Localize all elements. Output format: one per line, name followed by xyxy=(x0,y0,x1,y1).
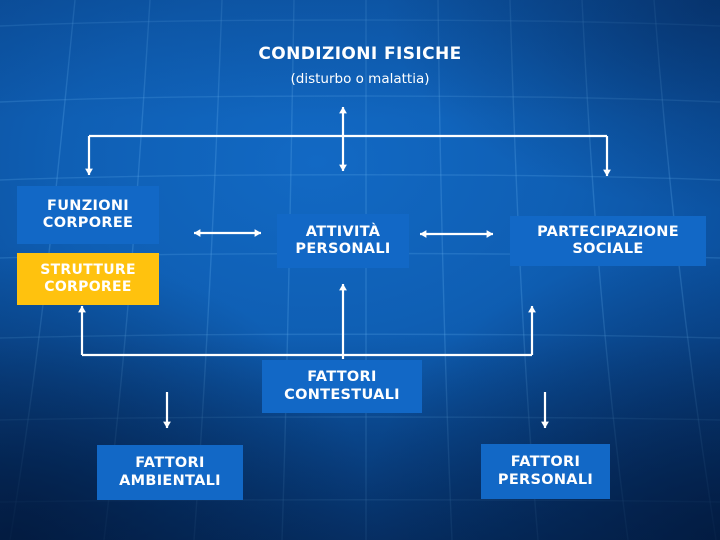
page-subtitle: (disturbo o malattia) xyxy=(290,71,430,87)
node-label-line1: FATTORI xyxy=(307,369,377,386)
node-label-line2: PERSONALI xyxy=(497,471,594,488)
node-label-line1: ATTIVITÀ xyxy=(305,223,381,240)
node-strutture-corporee[interactable]: STRUTTURE CORPOREE xyxy=(17,253,159,305)
page-title: CONDIZIONI FISICHE xyxy=(258,44,462,64)
node-label-line2: PERSONALI xyxy=(295,241,391,257)
node-label-line1: FATTORI xyxy=(135,455,205,472)
node-funzioni-corporee[interactable]: FUNZIONI CORPOREE xyxy=(17,186,159,244)
node-label-line1: PARTECIPAZIONE xyxy=(537,223,679,240)
node-fattori-ambientali[interactable]: FATTORI AMBIENTALI xyxy=(97,445,243,500)
node-label-line2: CORPOREE xyxy=(44,279,132,295)
node-label-line2: CONTESTUALI xyxy=(284,386,400,403)
node-label-line1: FUNZIONI xyxy=(47,197,129,214)
node-fattori-contestuali[interactable]: FATTORI CONTESTUALI xyxy=(262,360,422,413)
node-partecipazione-sociale[interactable]: PARTECIPAZIONE SOCIALE xyxy=(510,216,706,266)
node-label-line1: STRUTTURE xyxy=(40,262,136,279)
node-fattori-personali[interactable]: FATTORI PERSONALI xyxy=(481,444,610,499)
node-attivita-personali[interactable]: ATTIVITÀ PERSONALI xyxy=(277,214,409,268)
node-label-line1: FATTORI xyxy=(510,454,581,471)
node-label-line2: CORPOREE xyxy=(42,215,134,231)
node-label-line2: SOCIALE xyxy=(572,241,644,257)
node-label-line2: AMBIENTALI xyxy=(119,472,221,489)
